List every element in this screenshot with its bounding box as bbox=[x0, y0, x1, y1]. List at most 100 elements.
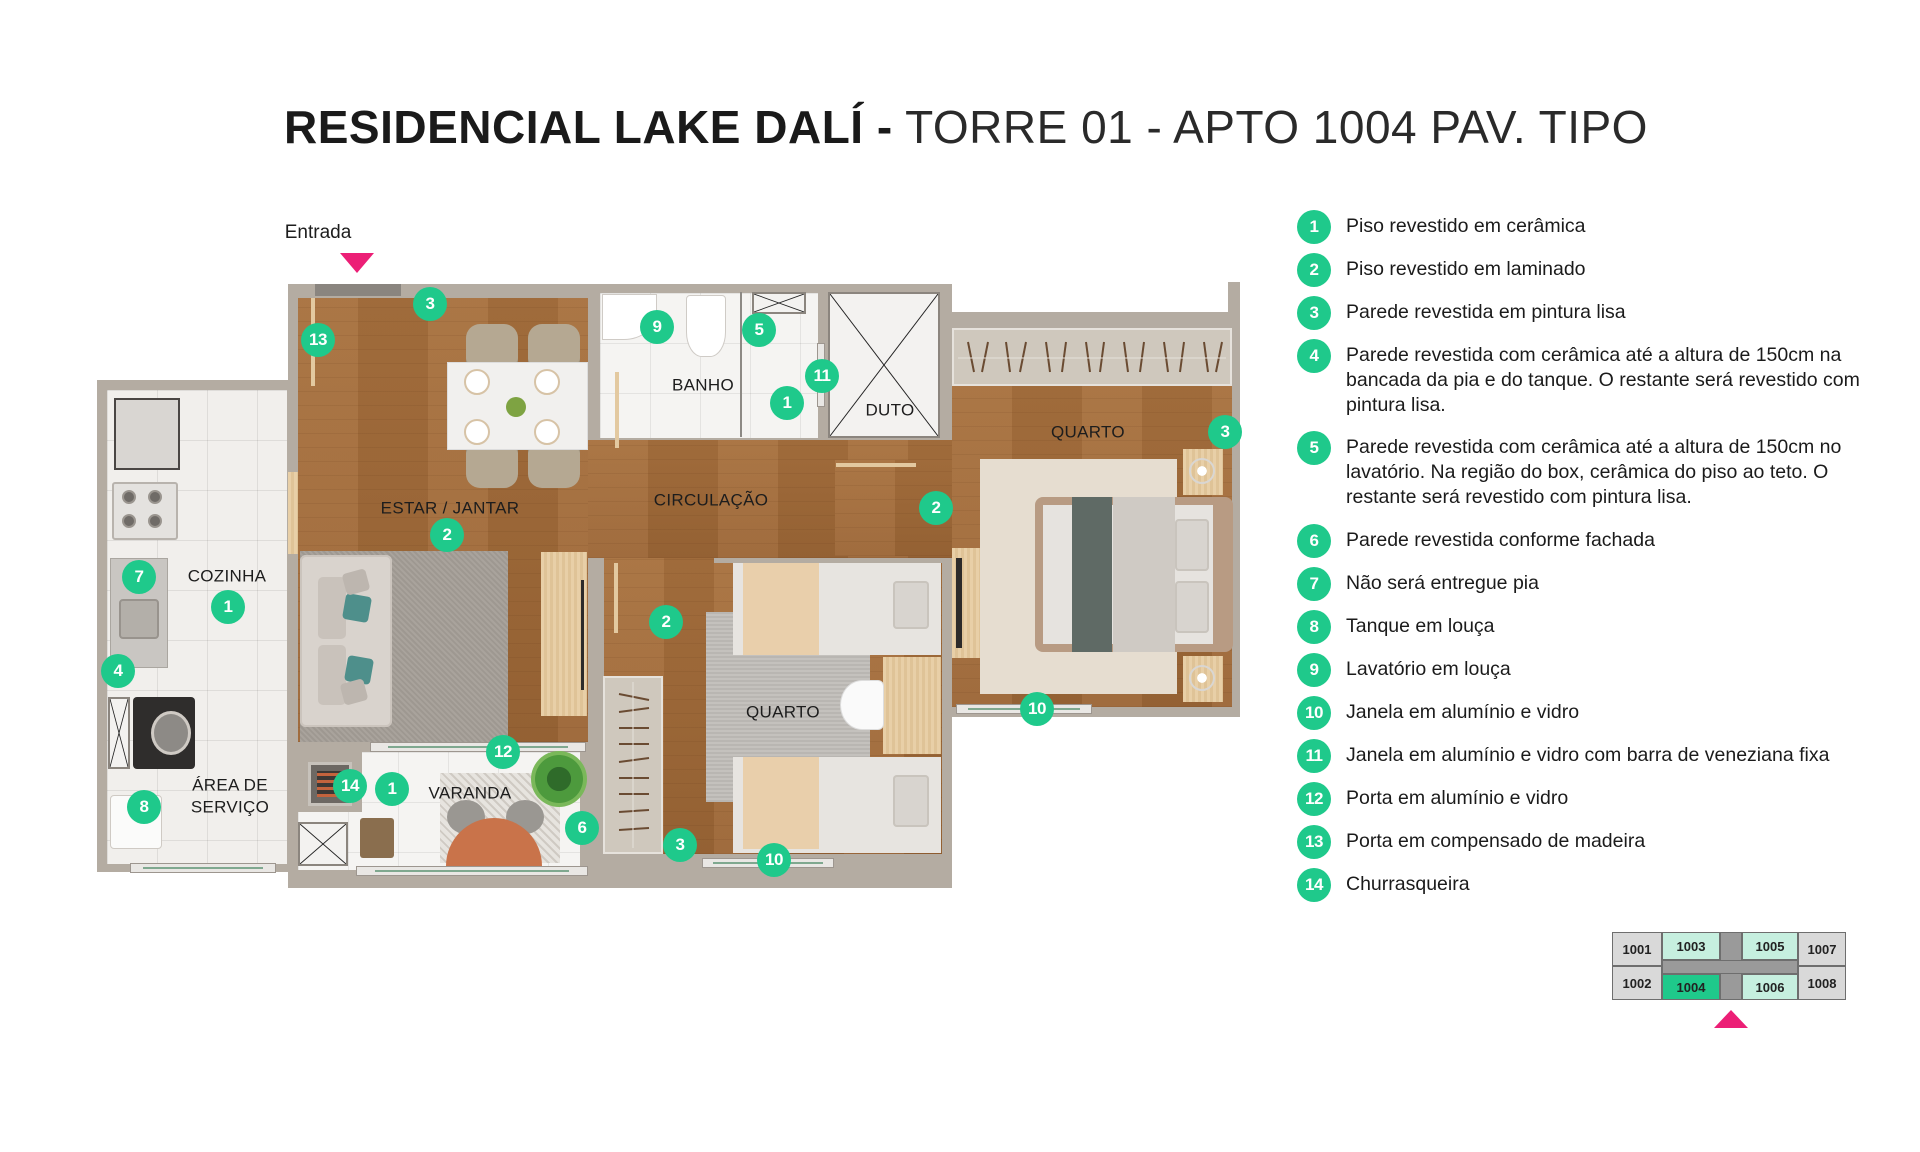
legend-marker: 7 bbox=[1297, 567, 1331, 601]
room-label-varanda: VARANDA bbox=[428, 783, 512, 803]
window-balcony bbox=[356, 866, 588, 876]
page-title: RESIDENCIAL LAKE DALÍ - TORRE 01 - APTO … bbox=[0, 100, 1920, 154]
legend-text: Parede revestida conforme fachada bbox=[1346, 529, 1655, 551]
keyplan-unit[interactable]: 1001 bbox=[1612, 932, 1662, 966]
legend-item: 1 Piso revestido em cerâmica bbox=[1297, 210, 1886, 244]
bedroom2-wardrobe bbox=[603, 676, 663, 854]
legend-text: Tanque em louça bbox=[1346, 615, 1495, 637]
keyplan-unit[interactable]: 1008 bbox=[1798, 966, 1846, 1000]
marker-5[interactable]: 5 bbox=[742, 313, 776, 347]
entrance-arrow-icon bbox=[340, 253, 374, 273]
room-label-duto: DUTO bbox=[865, 400, 915, 420]
marker-11[interactable]: 11 bbox=[805, 359, 839, 393]
dining-chair bbox=[466, 444, 518, 488]
legend-marker: 3 bbox=[1297, 296, 1331, 330]
legend-marker: 12 bbox=[1297, 782, 1331, 816]
keyplan-unit[interactable]: 1007 bbox=[1798, 932, 1846, 966]
legend-item: 5 Parede revestida com cerâmica até a al… bbox=[1297, 431, 1886, 510]
legend-item: 8 Tanque em louça bbox=[1297, 610, 1886, 644]
single-bed bbox=[733, 757, 941, 853]
stove bbox=[112, 482, 178, 540]
legend-item: 13 Porta em compensado de madeira bbox=[1297, 825, 1886, 859]
room-label-cozinha: COZINHA bbox=[187, 566, 267, 586]
marker-9[interactable]: 9 bbox=[640, 310, 674, 344]
nightstand bbox=[1183, 449, 1223, 495]
legend-marker: 14 bbox=[1297, 868, 1331, 902]
floor-plan: Entrada bbox=[97, 222, 1242, 888]
marker-3[interactable]: 3 bbox=[413, 287, 447, 321]
single-bed bbox=[733, 563, 941, 655]
marker-4[interactable]: 4 bbox=[101, 654, 135, 688]
legend-text: Churrasqueira bbox=[1346, 873, 1470, 895]
double-bed bbox=[1035, 497, 1233, 652]
legend-item: 12 Porta em alumínio e vidro bbox=[1297, 782, 1886, 816]
keyplan-unit[interactable]: 1002 bbox=[1612, 966, 1662, 1000]
legend-marker: 6 bbox=[1297, 524, 1331, 558]
marker-3[interactable]: 3 bbox=[1208, 415, 1242, 449]
legend-item: 2 Piso revestido em laminado bbox=[1297, 253, 1886, 287]
legend-text: Piso revestido em cerâmica bbox=[1346, 215, 1586, 237]
legend-item: 6 Parede revestida conforme fachada bbox=[1297, 524, 1886, 558]
room-label-circulacao: CIRCULAÇÃO bbox=[653, 490, 769, 510]
legend-text: Parede revestida com cerâmica até a altu… bbox=[1346, 436, 1842, 508]
marker-2[interactable]: 2 bbox=[430, 518, 464, 552]
marker-2[interactable]: 2 bbox=[649, 605, 683, 639]
keyplan-orientation-arrow-icon bbox=[1714, 1010, 1748, 1028]
marker-12[interactable]: 12 bbox=[486, 735, 520, 769]
entrance-label: Entrada bbox=[284, 222, 352, 243]
marker-14[interactable]: 14 bbox=[333, 769, 367, 803]
marker-10[interactable]: 10 bbox=[757, 843, 791, 877]
marker-6[interactable]: 6 bbox=[565, 811, 599, 845]
legend-item: 11 Janela em alumínio e vidro com barra … bbox=[1297, 739, 1886, 773]
marker-2[interactable]: 2 bbox=[919, 491, 953, 525]
legend-marker: 13 bbox=[1297, 825, 1331, 859]
desk bbox=[883, 657, 941, 754]
side-table bbox=[360, 818, 394, 858]
legend-text: Parede revestida em pintura lisa bbox=[1346, 301, 1626, 323]
shaft-balcony bbox=[298, 822, 348, 866]
nightstand bbox=[1183, 656, 1223, 702]
room-label-estar-jantar: ESTAR / JANTAR bbox=[380, 498, 520, 518]
legend-text: Parede revestida com cerâmica até a altu… bbox=[1346, 344, 1860, 416]
bedroom2-left-wall bbox=[588, 558, 604, 868]
legend-item: 14 Churrasqueira bbox=[1297, 868, 1886, 902]
balcony-plant bbox=[531, 751, 587, 807]
keyplan-unit[interactable]: 1005 bbox=[1742, 932, 1798, 960]
legend-text: Porta em alumínio e vidro bbox=[1346, 787, 1569, 809]
dining-chair bbox=[528, 324, 580, 368]
bathroom-door bbox=[615, 372, 619, 448]
keyplan-unit[interactable]: 1006 bbox=[1742, 974, 1798, 1000]
shaft-kitchen bbox=[108, 697, 130, 769]
legend-text: Não será entregue pia bbox=[1346, 572, 1539, 594]
marker-10[interactable]: 10 bbox=[1020, 692, 1054, 726]
legend-marker: 2 bbox=[1297, 253, 1331, 287]
keyplan-unit[interactable]: 1003 bbox=[1662, 932, 1720, 960]
marker-13[interactable]: 13 bbox=[301, 323, 335, 357]
marker-1[interactable]: 1 bbox=[211, 590, 245, 624]
marker-8[interactable]: 8 bbox=[127, 790, 161, 824]
marker-3[interactable]: 3 bbox=[663, 828, 697, 862]
title-project-name: RESIDENCIAL LAKE DALÍ - bbox=[284, 101, 893, 153]
legend-item: 7 Não será entregue pia bbox=[1297, 567, 1886, 601]
marker-7[interactable]: 7 bbox=[122, 560, 156, 594]
duct-shaft bbox=[828, 292, 940, 438]
marker-1[interactable]: 1 bbox=[375, 772, 409, 806]
shower-divider bbox=[740, 292, 742, 437]
legend-text: Lavatório em louça bbox=[1346, 658, 1511, 680]
room-label-quarto-suite: QUARTO bbox=[1051, 422, 1125, 442]
legend-marker: 10 bbox=[1297, 696, 1331, 730]
room-label-area-servico-line1: ÁREA DE bbox=[192, 775, 268, 795]
balcony-door bbox=[370, 742, 586, 752]
window-service bbox=[130, 863, 276, 873]
legend-text: Piso revestido em laminado bbox=[1346, 258, 1586, 280]
toilet bbox=[686, 295, 726, 357]
dining-chair bbox=[528, 444, 580, 488]
room-label-banho: BANHO bbox=[672, 375, 734, 395]
legend-marker: 1 bbox=[1297, 210, 1331, 244]
legend-marker: 4 bbox=[1297, 339, 1331, 373]
legend-text: Janela em alumínio e vidro com barra de … bbox=[1346, 744, 1830, 766]
sofa bbox=[300, 555, 392, 727]
legend-item: 9 Lavatório em louça bbox=[1297, 653, 1886, 687]
keyplan-unit-current[interactable]: 1004 bbox=[1662, 974, 1720, 1000]
marker-1[interactable]: 1 bbox=[770, 386, 804, 420]
